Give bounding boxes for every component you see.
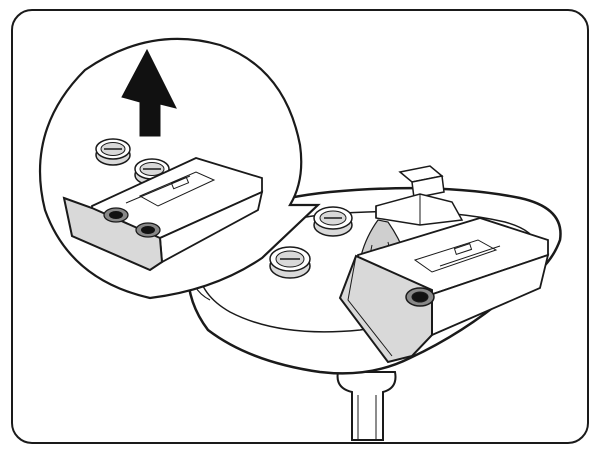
cap-icon [269,246,311,279]
drawer-icon [338,217,550,364]
up-arrow-icon [121,48,177,137]
sink-pedestal [336,371,397,441]
faucet-icon [375,165,464,226]
cap-icon [313,206,353,237]
drawer-icon [62,157,264,272]
cap-icon [95,138,131,166]
